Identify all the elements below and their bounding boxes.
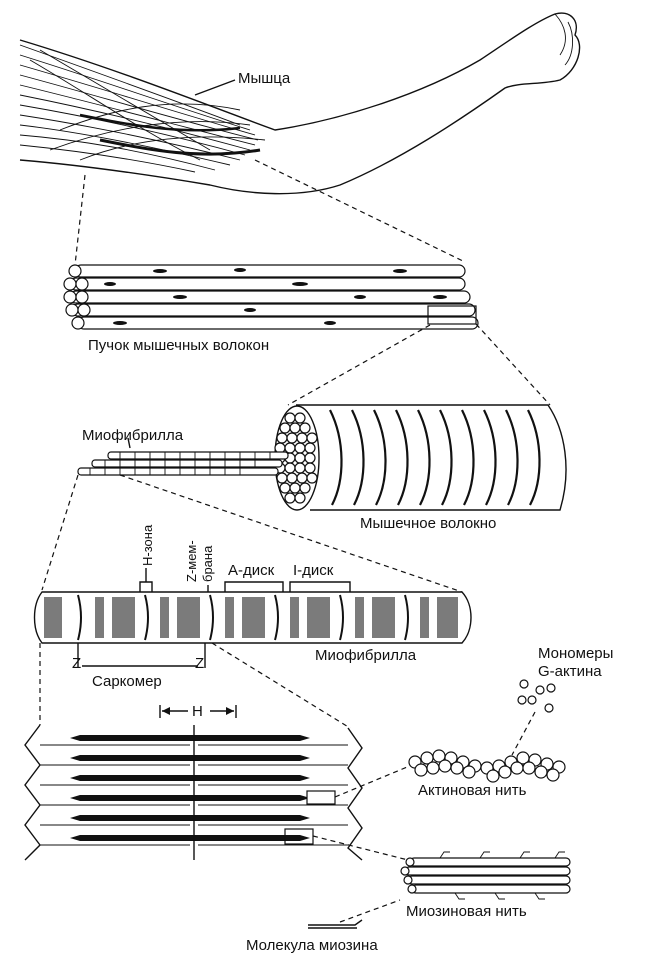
z-membrane-label-1: Z-мем- <box>184 540 199 582</box>
myosin-molecule-label: Молекула миозина <box>246 937 378 954</box>
z-right-label: Z <box>195 655 204 672</box>
fiber-bundle-label: Пучок мышечных волокон <box>88 337 269 354</box>
actin-filament-illustration: Мономеры G-актина Актиновая нить <box>408 645 613 799</box>
i-disc-label: I-диск <box>293 562 334 579</box>
myosin-filament-label: Миозиновая нить <box>406 903 527 920</box>
h-marker-label: H <box>192 703 203 720</box>
monomers-label-1: Мономеры <box>538 645 613 662</box>
h-zone-label: H-зона <box>140 524 155 566</box>
fiber-bundle-illustration: Пучок мышечных волокон <box>63 264 479 354</box>
muscle-fiber-illustration: Миофибрилла Мышечное волокно <box>77 404 567 532</box>
z-membrane-label-2: брана <box>200 545 215 582</box>
myofibril-enlarged-illustration: H-зона Z-мем- брана А-диск I-диск Миофиб… <box>33 524 472 690</box>
myofibril-mid-label: Миофибрилла <box>315 647 417 664</box>
muscle-fiber-label: Мышечное волокно <box>360 515 496 532</box>
a-disc-label: А-диск <box>228 562 275 579</box>
myofibril-top-label: Миофибрилла <box>82 427 184 444</box>
actin-filament-label: Актиновая нить <box>418 782 527 799</box>
myosin-filament-illustration: Миозиновая нить Молекула миозина <box>246 851 571 954</box>
z-left-label: Z <box>72 655 81 672</box>
sarcomere-detail-illustration: H <box>24 703 363 861</box>
muscle-label: Мышца <box>238 70 291 87</box>
monomers-label-2: G-актина <box>538 663 602 680</box>
sarcomere-label: Саркомер <box>92 673 162 690</box>
arm-illustration: Мышца <box>19 12 581 195</box>
